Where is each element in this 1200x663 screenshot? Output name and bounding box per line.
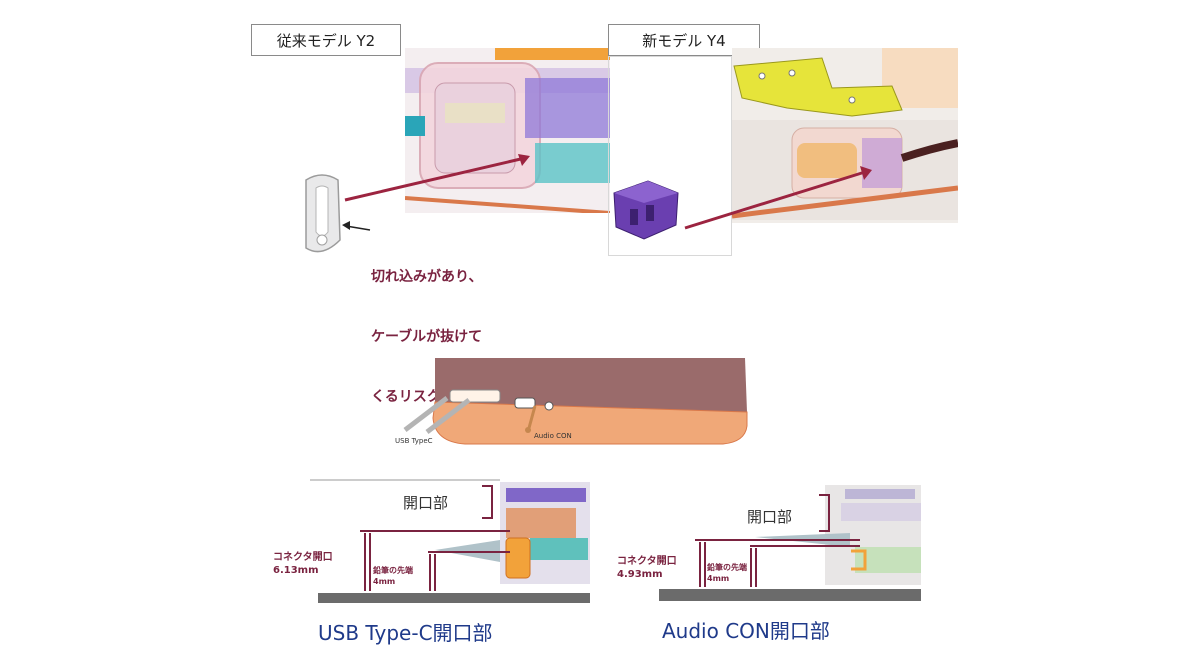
- old-connector-part: [305, 174, 341, 253]
- note-line-2: ケーブルが抜けて: [371, 329, 483, 345]
- usb-caption: USB Type-C開口部: [318, 621, 493, 645]
- old-model-label: 従来モデル Y2: [251, 24, 401, 56]
- usb-opening-diagram: [310, 479, 590, 603]
- new-callout-arrow: [684, 166, 872, 230]
- laptop-side-render: [432, 358, 748, 445]
- old-model-render: [405, 48, 610, 213]
- audio-opening-diagram: [659, 485, 921, 601]
- old-callout-arrow: [342, 154, 530, 231]
- audio-con-label: Audio CON: [534, 432, 572, 440]
- audio-pencil-dimension: 鉛筆の先端 4mm: [707, 563, 747, 583]
- note-line-1: 切れ込みがあり、: [371, 269, 483, 285]
- usb-typec-label: USB TypeC: [395, 437, 433, 445]
- new-connector-part: [613, 180, 679, 240]
- usb-pencil-dimension: 鉛筆の先端 4mm: [373, 566, 413, 586]
- note-line-3: くるリスク有: [371, 389, 455, 405]
- new-model-render: [732, 48, 958, 223]
- cutout-risk-note: 切れ込みがあり、 ケーブルが抜けて くるリスク有: [371, 227, 482, 427]
- usb-opening-label: 開口部: [403, 494, 449, 512]
- plug-cables: [403, 396, 537, 434]
- new-model-label: 新モデル Y4: [608, 24, 760, 56]
- audio-caption: Audio CON開口部: [662, 619, 830, 643]
- new-model-panel-frame: [608, 56, 732, 256]
- usb-connector-dimension: コネクタ開口 6.13mm: [273, 552, 333, 576]
- audio-opening-label: 開口部: [747, 508, 793, 526]
- audio-connector-dimension: コネクタ開口 4.93mm: [617, 556, 677, 580]
